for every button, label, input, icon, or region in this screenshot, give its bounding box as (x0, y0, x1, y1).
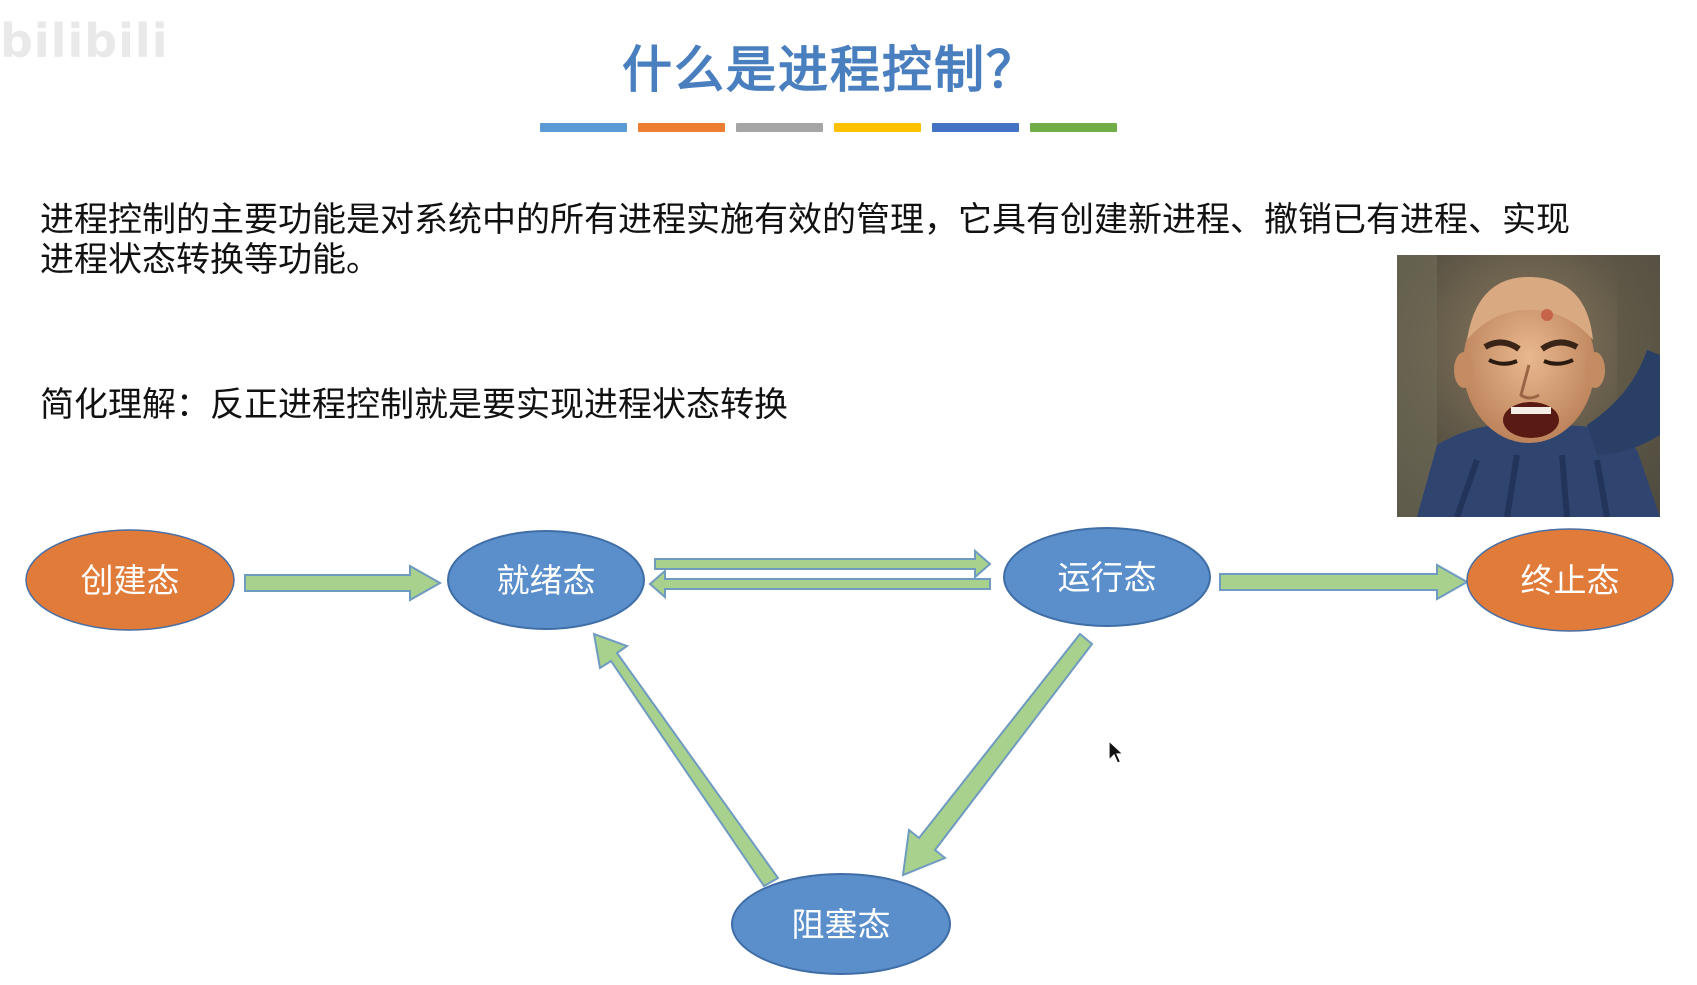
node-ready: 就绪态 (447, 530, 645, 630)
color-bar-3 (736, 123, 823, 132)
arrow-running-to-blocked (901, 632, 1094, 877)
meme-photo (1397, 255, 1660, 517)
node-blocked-label: 阻塞态 (792, 905, 891, 944)
summary-text: 简化理解：反正进程控制就是要实现进程状态转换 (40, 385, 788, 425)
node-ready-label: 就绪态 (497, 561, 596, 600)
intro-paragraph-line-1: 进程控制的主要功能是对系统中的所有进程实施有效的管理，它具有创建新进程、撤销已有… (40, 200, 1570, 240)
color-bar-6 (1030, 123, 1117, 132)
node-blocked: 阻塞态 (731, 873, 951, 975)
node-terminated: 终止态 (1466, 528, 1674, 632)
node-create-label: 创建态 (81, 561, 180, 600)
page-title: 什么是进程控制？ (622, 40, 1038, 99)
bilibili-watermark: bilibili (0, 14, 169, 68)
arrow-blocked-to-ready (592, 632, 780, 888)
node-terminated-label: 终止态 (1521, 561, 1620, 600)
arrow-running-to-terminated (1219, 563, 1470, 601)
node-create: 创建态 (25, 529, 235, 631)
arrow-create-to-ready (244, 564, 443, 602)
node-running-label: 运行态 (1058, 558, 1157, 597)
intro-paragraph-line-2: 进程状态转换等功能。 (40, 240, 380, 280)
color-bar-5 (932, 123, 1019, 132)
arrow-running-to-ready (648, 568, 991, 600)
node-running: 运行态 (1003, 527, 1211, 627)
color-bar-4 (834, 123, 921, 132)
arrow-ready-to-running (654, 548, 992, 580)
color-bar-2 (638, 123, 725, 132)
meme-photo-illustration (1397, 255, 1660, 517)
color-bar-1 (540, 123, 627, 132)
mouse-cursor-icon (1108, 740, 1124, 764)
